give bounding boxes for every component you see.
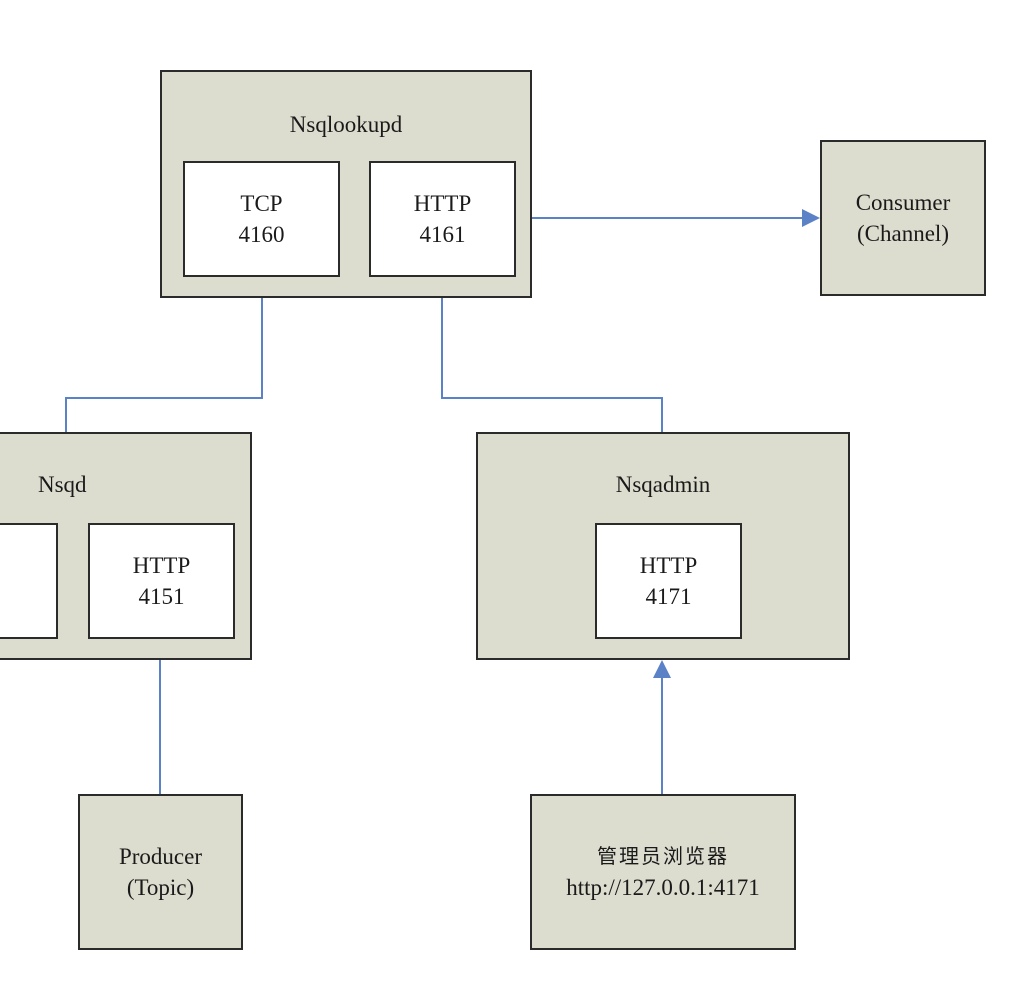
nsqadmin-title: Nsqadmin	[615, 472, 711, 497]
consumer-channel-label: (Channel)	[857, 221, 949, 246]
admin-browser-url: http://127.0.0.1:4171	[566, 875, 760, 900]
consumer-box: Consumer (Channel)	[820, 140, 986, 296]
nsqadmin-http-protocol-label: HTTP	[639, 553, 698, 578]
nsqadmin-http-port-number: 4171	[645, 584, 692, 609]
consumer-label: Consumer	[855, 190, 951, 215]
nsqadmin-box: Nsqadmin HTTP 4171	[476, 432, 850, 660]
nsqd-http-port: HTTP 4151	[88, 523, 235, 639]
http-protocol-label: HTTP	[413, 191, 472, 216]
producer-topic-label: (Topic)	[126, 875, 195, 900]
nsqlookupd-http-port: HTTP 4161	[369, 161, 516, 277]
admin-browser-label: 管理员浏览器	[597, 844, 729, 868]
nsqadmin-http-port: HTTP 4171	[595, 523, 742, 639]
consumer-arrowhead	[802, 209, 820, 227]
nsqlookupd-box: Nsqlookupd TCP 4160 HTTP 4161	[160, 70, 532, 298]
http-port-number: 4161	[419, 222, 466, 247]
nsqd-title: Nsqd	[38, 472, 87, 497]
nsqlookupd-title: Nsqlookupd	[289, 112, 403, 137]
nsqd-box: Nsqd HTTP 4151	[0, 432, 252, 660]
nsqd-http-port-number: 4151	[138, 584, 185, 609]
nsqlookupd-tcp-port: TCP 4160	[183, 161, 340, 277]
admin-browser-box: 管理员浏览器 http://127.0.0.1:4171	[530, 794, 796, 950]
nsqd-tcp-port-partial	[0, 523, 58, 639]
tcp-port-number: 4160	[238, 222, 285, 247]
nsqd-http-protocol-label: HTTP	[132, 553, 191, 578]
nsqadmin-to-http-connector	[441, 290, 663, 432]
producer-label: Producer	[118, 844, 203, 869]
nsqd-to-tcp-connector	[65, 290, 263, 432]
producer-box: Producer (Topic)	[78, 794, 243, 950]
nsqadmin-arrowhead	[653, 660, 671, 678]
tcp-protocol-label: TCP	[240, 191, 283, 216]
